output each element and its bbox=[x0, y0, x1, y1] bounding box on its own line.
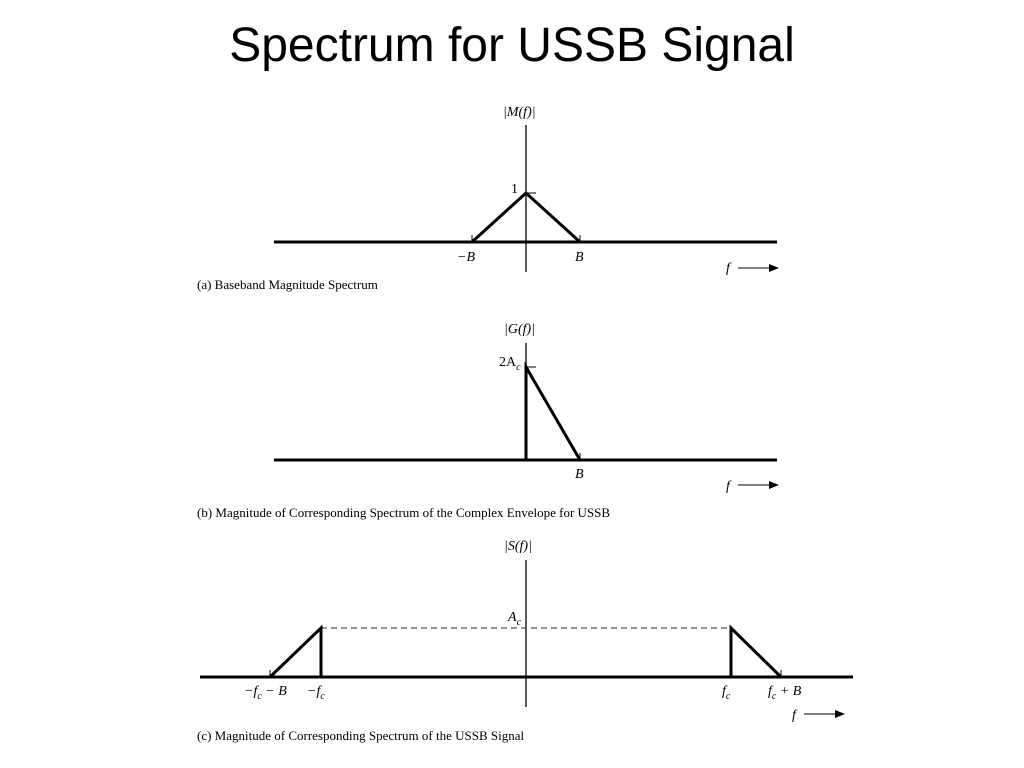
panel-c-ac-label: Ac bbox=[507, 610, 522, 628]
panel-c-neg-fcb-label: −fc − B bbox=[244, 684, 287, 702]
panel-c-upper-sideband-spectrum bbox=[729, 624, 783, 679]
panel-b-ylabel: |G(f)| bbox=[504, 322, 535, 337]
panel-c: |S(f)| Ac −fc − B −fc fc fc + B f (c) Ma… bbox=[197, 539, 853, 743]
panel-a-pos-b-label: B bbox=[575, 250, 584, 265]
panel-b: |G(f)| 2Ac B f (b) Magnitude of Correspo… bbox=[197, 322, 779, 520]
panel-c-pos-fc-label: fc bbox=[722, 684, 731, 702]
panel-a-neg-b-label: −B bbox=[457, 250, 475, 265]
panel-a-caption: (a) Baseband Magnitude Spectrum bbox=[197, 277, 378, 292]
panel-b-pos-b-label: B bbox=[575, 467, 584, 482]
panel-b-peak-label: 2Ac bbox=[499, 355, 521, 373]
panel-b-ramp-spectrum bbox=[524, 361, 582, 461]
panel-a-f-label: f bbox=[726, 261, 732, 276]
slide-title: Spectrum for USSB Signal bbox=[229, 19, 795, 72]
panel-c-ylabel: |S(f)| bbox=[504, 539, 532, 554]
panel-c-f-label: f bbox=[792, 708, 798, 723]
panel-c-neg-fc-label: −fc bbox=[307, 684, 325, 702]
panel-b-f-label: f bbox=[726, 479, 732, 494]
panel-a-ylabel: |M(f)| bbox=[503, 105, 536, 120]
panel-c-caption: (c) Magnitude of Corresponding Spectrum … bbox=[197, 728, 525, 743]
panel-c-pos-fcb-label: fc + B bbox=[768, 684, 802, 702]
panel-a: |M(f)| 1 −B B f (a) Baseband Magnitude S… bbox=[197, 105, 779, 292]
panel-a-peak-label: 1 bbox=[511, 182, 518, 197]
panel-c-lower-sideband-spectrum bbox=[268, 624, 323, 679]
panel-b-caption: (b) Magnitude of Corresponding Spectrum … bbox=[197, 505, 610, 520]
